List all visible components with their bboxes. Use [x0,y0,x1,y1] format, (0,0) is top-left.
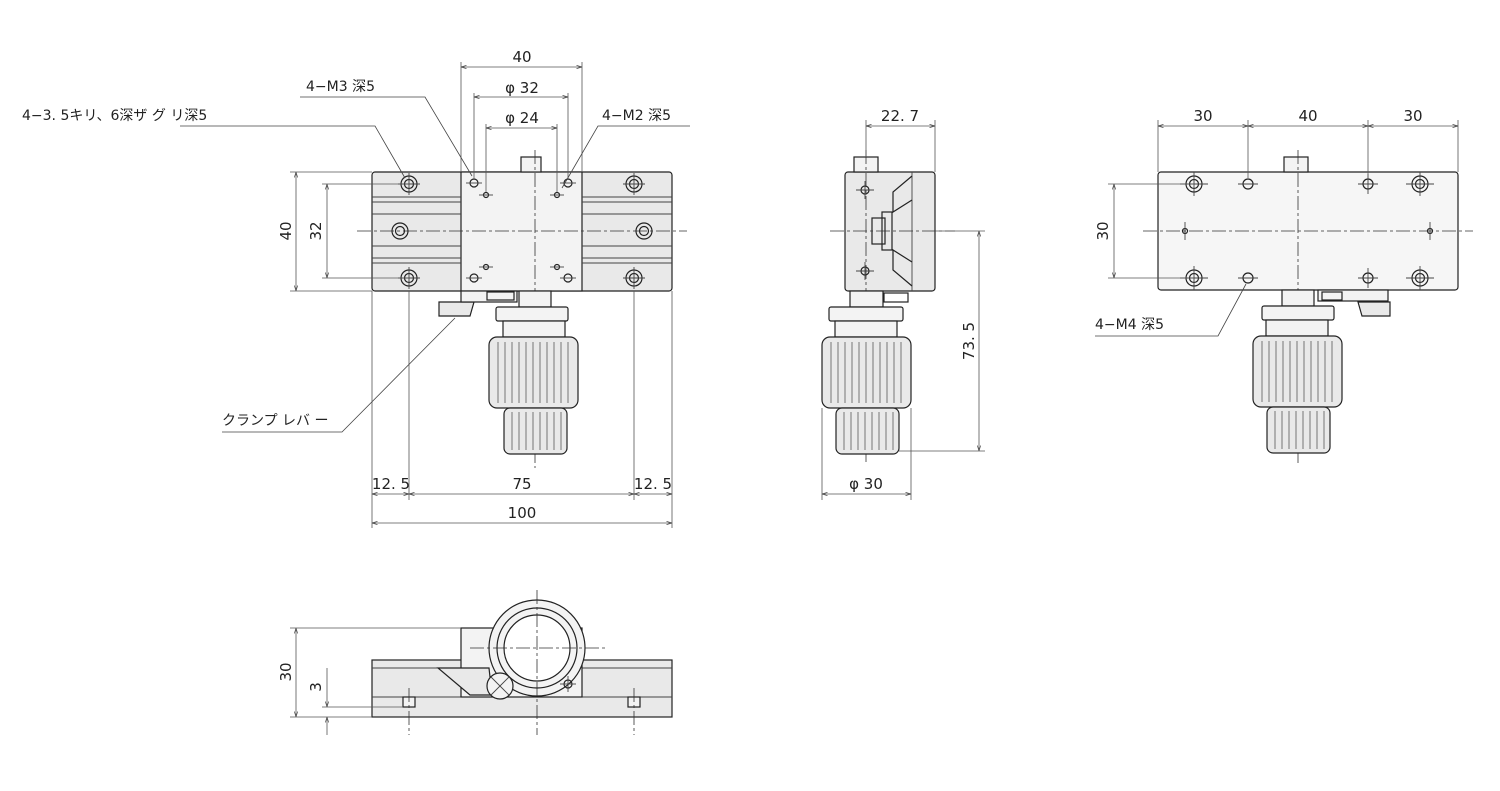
top-view: 100 75 12. 5 12. 5 40 φ 32 φ 24 40 32 4−… [22,48,690,528]
dim-side-dia-30: φ 30 [849,475,883,493]
dim-bottom-seg-right: 30 [1403,107,1422,125]
dim-bottom-seg-left: 30 [1193,107,1212,125]
dim-bottom-seg-mid: 40 [1298,107,1317,125]
dim-bottom-height-30: 30 [1094,221,1112,240]
note-m2: 4−M2 深5 [602,108,671,124]
micrometer-collar [495,306,569,322]
bottom-stopper [1283,156,1309,173]
note-m4: 4−M4 深5 [1095,317,1164,333]
note-clamp-lever: クランプ レバ ー [222,413,328,429]
thimble-knurl [497,342,569,403]
dim-edge-left: 12. 5 [372,475,410,493]
bottom-thimble [1252,335,1343,408]
bottom-view-dimensions [1108,120,1459,279]
top-view-carriage [460,171,583,292]
front-view: 30 3 [277,590,673,735]
clamp-lever [438,301,475,317]
dim-dia-24: φ 24 [505,109,539,127]
note-m3: 4−M3 深5 [306,79,375,95]
side-view: 22. 7 73. 5 φ 30 [821,107,985,500]
side-view-dimensions [821,120,985,500]
dim-width-100: 100 [508,504,537,522]
dim-height-32: 32 [307,221,325,240]
ratchet-knurl [511,412,562,450]
dim-dia-32: φ 32 [505,79,539,97]
dim-side-227: 22. 7 [881,107,919,125]
dim-front-height-30: 30 [277,662,295,681]
front-view-dimensions [290,627,461,735]
side-thimble [821,336,912,409]
note-counterbore: 4−3. 5キリ、6深ザ グ リ深5 [22,108,207,124]
bottom-view: 30 40 30 30 4−M4 深5 [1094,107,1473,466]
m4-leader [1095,283,1247,337]
top-stopper [520,156,542,173]
micrometer-thimble [488,336,579,409]
clamp-body [460,290,518,303]
micrometer-ratchet [503,407,568,455]
dim-side-735: 73. 5 [960,322,978,360]
dim-height-40: 40 [277,221,295,240]
dim-edge-right: 12. 5 [634,475,672,493]
top-view-leaders [180,96,690,433]
top-view-dimensions [290,62,673,528]
clamp-screw [486,291,515,301]
side-view-body [844,171,936,292]
micrometer-sleeve [518,290,552,308]
top-view-rails [372,196,672,264]
micrometer-neck [502,320,566,338]
dim-pitch-75: 75 [512,475,531,493]
dim-front-height-3: 3 [307,682,325,692]
dim-top-40: 40 [512,48,531,66]
